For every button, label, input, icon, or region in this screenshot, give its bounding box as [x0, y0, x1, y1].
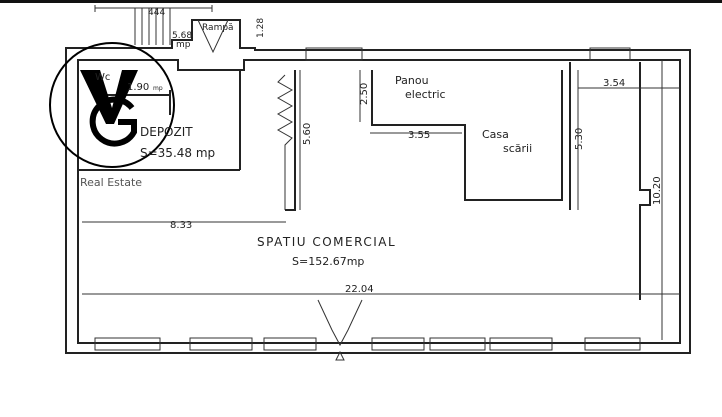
dim-833: 8.33	[170, 220, 192, 231]
dim-2204: 22.04	[345, 284, 374, 295]
dim-250: 2.50	[359, 83, 370, 105]
ramp-label: Rampă	[202, 23, 234, 33]
logo-monogram-v	[80, 70, 138, 124]
wc-label: Wc	[95, 72, 110, 83]
entrance-arrow-icon	[335, 350, 345, 361]
panou-wall	[371, 70, 563, 201]
depozit-area: S=35.48 mp	[140, 146, 215, 160]
panou-line1: Panou	[395, 74, 429, 87]
depozit-name: DEPOZIT	[140, 125, 193, 139]
dimension-lines	[82, 60, 680, 340]
entrance-door	[317, 299, 363, 347]
wc-area-unit: mp	[153, 85, 163, 92]
plan-labels: 444 5.68 mp Rampă 1.28 Wc 1.90 mp DEPOZI…	[95, 8, 663, 295]
panou-line2: electric	[405, 88, 446, 101]
inner-outer-wall	[77, 59, 681, 344]
windows-top	[305, 47, 631, 61]
dim-560: 5.60	[302, 123, 313, 145]
stair-area: 5.68	[172, 31, 192, 41]
main-area: S=152.67mp	[292, 255, 364, 268]
casa-line2: scării	[503, 142, 532, 155]
depozit-wall	[78, 70, 241, 171]
outer-wall	[65, 19, 691, 354]
logo-monogram-g	[89, 96, 137, 147]
dim-ramp: 1.28	[256, 18, 266, 38]
dim-top: 444	[148, 8, 165, 18]
main-name: SPATIU COMERCIAL	[257, 235, 396, 249]
dim-355: 3.55	[408, 130, 430, 141]
logo-watermark: Real Estate	[49, 42, 175, 189]
dim-530: 5.30	[574, 128, 585, 150]
casa-line1: Casa	[482, 128, 509, 141]
wc-area: 1.90	[127, 82, 149, 93]
top-border	[0, 0, 722, 3]
entrance-stairs	[94, 5, 229, 54]
stair-area-unit: mp	[176, 40, 191, 50]
logo-text: Real Estate	[80, 176, 142, 189]
windows-bottom	[94, 337, 641, 351]
ramp-spring	[276, 74, 294, 210]
dim-354: 3.54	[603, 78, 625, 89]
dim-1020: 10.20	[652, 176, 663, 205]
